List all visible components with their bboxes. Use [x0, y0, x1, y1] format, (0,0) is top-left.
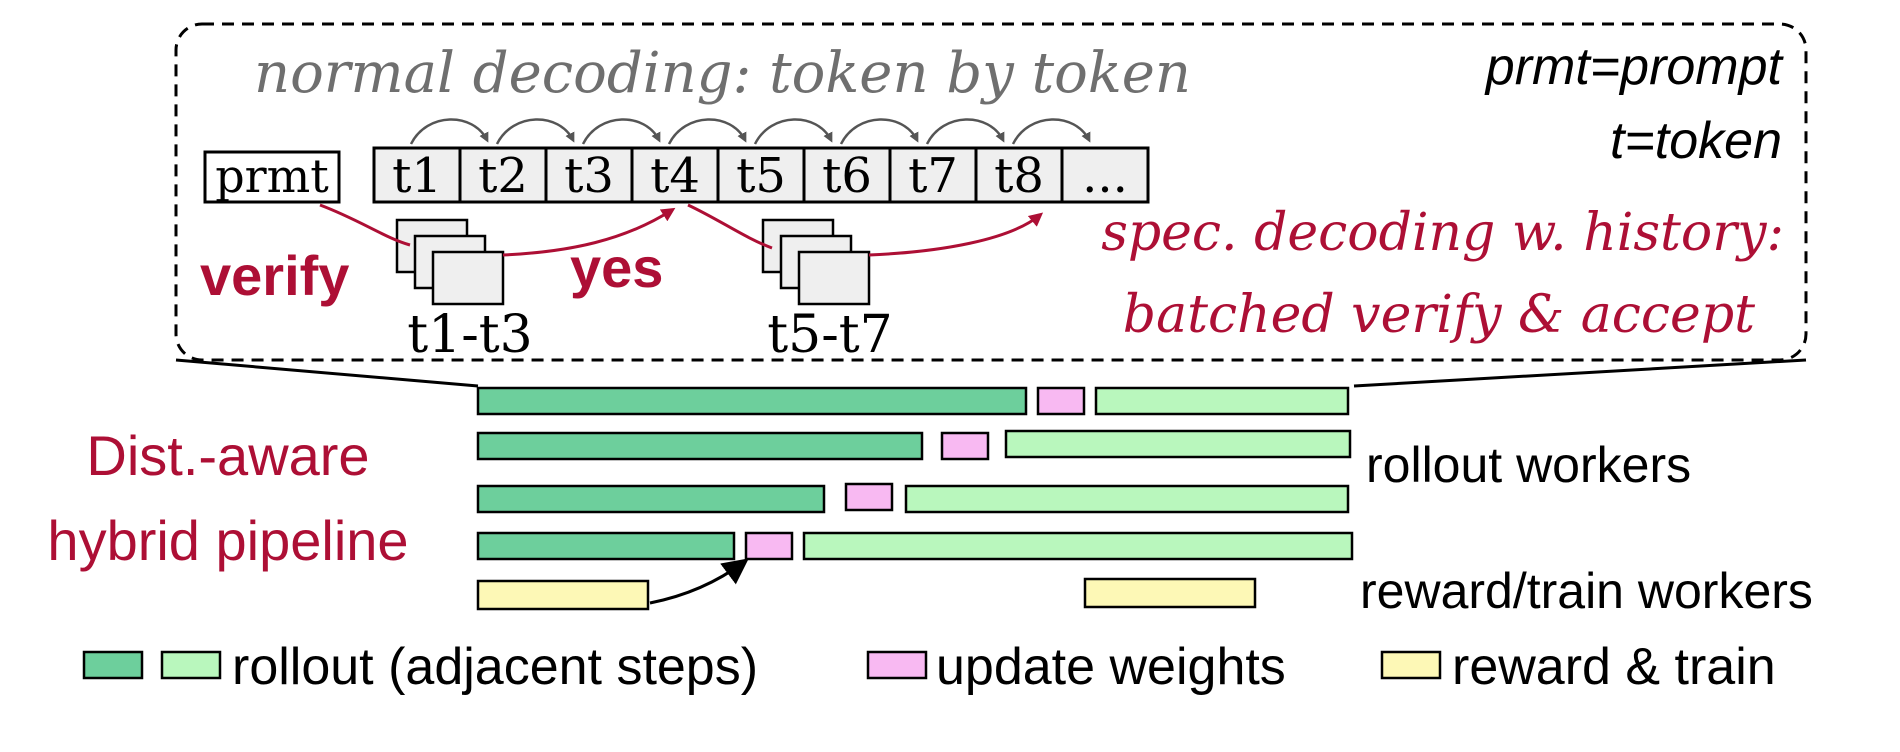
- update-weights-bar: [744, 531, 794, 561]
- token-arc-arrow: [409, 118, 489, 145]
- pipeline-title-line-2: hybrid pipeline: [47, 509, 408, 572]
- verify-curve-1: [319, 203, 411, 247]
- reward-train-bar: [1083, 577, 1257, 609]
- token-label: t3: [564, 148, 614, 204]
- token-arc-arrow: [581, 118, 661, 145]
- verify-curve-2: [502, 207, 676, 257]
- token-label: t6: [822, 148, 872, 204]
- token-label: t7: [908, 148, 958, 204]
- rollout-worker-row-3: [476, 482, 1350, 514]
- token-box: [888, 146, 978, 204]
- token-arcs: [409, 118, 1091, 145]
- pipeline-title-line-1: Dist.-aware: [86, 424, 369, 487]
- token-label: t4: [650, 148, 700, 204]
- rollout-bar-dark: [476, 386, 1028, 416]
- legend-rollout-label: rollout (adjacent steps): [232, 638, 758, 696]
- rollout-bar-dark: [476, 484, 826, 514]
- token-label: t1: [392, 148, 442, 204]
- update-weights-bar: [844, 482, 894, 512]
- token-box: [974, 146, 1064, 204]
- token-arc-arrow: [839, 118, 919, 145]
- reward-to-update-arrow: [649, 558, 749, 605]
- update-weights-bar: [1036, 386, 1086, 416]
- token-box: [716, 146, 806, 204]
- rollout-bar-light: [1004, 429, 1352, 459]
- token-label: t8: [994, 148, 1044, 204]
- legend-reward-label: reward & train: [1452, 638, 1776, 696]
- zoom-connector-left: [175, 358, 479, 388]
- token-box: [802, 146, 892, 204]
- token-label: t2: [478, 148, 528, 204]
- rollout-worker-row-4: [476, 531, 1354, 561]
- token-row: t1 t2 t3 t4 t5 t6 t7 t8...: [372, 146, 1150, 204]
- legend-swatch-rollout-dark: [82, 650, 144, 680]
- yes-label: yes: [570, 236, 663, 299]
- rollout-bar-dark: [476, 531, 736, 561]
- draft-group-2-label: t5-t7: [767, 305, 893, 365]
- spec-decoding-line-1: spec. decoding w. history:: [1101, 203, 1784, 263]
- key-token-text: t=token: [1610, 112, 1782, 170]
- reward-train-bar: [476, 579, 650, 611]
- token-arc-arrow: [753, 118, 833, 145]
- legend-swatch-update: [866, 650, 928, 680]
- verify-label: verify: [200, 244, 349, 307]
- token-arc-arrow: [1011, 118, 1091, 145]
- rollout-worker-row-2: [476, 429, 1352, 461]
- prompt-label: prmt: [215, 149, 329, 203]
- token-box: [1060, 146, 1150, 204]
- reward-train-worker-row: [476, 577, 1257, 611]
- token-arc-arrow: [495, 118, 575, 145]
- token-arc-arrow: [667, 118, 747, 145]
- update-weights-bar: [940, 431, 990, 461]
- draft-stack-2: [761, 218, 871, 306]
- token-label: t5: [736, 148, 786, 204]
- legend-swatch-rollout-light: [160, 650, 222, 680]
- draft-stack-1: [395, 218, 505, 306]
- legend-update-label: update weights: [936, 638, 1286, 696]
- verify-curve-3: [687, 203, 773, 250]
- legend: rollout (adjacent steps) update weights …: [82, 638, 1776, 696]
- rollout-bar-light: [1094, 386, 1350, 416]
- draft-group-1-label: t1-t3: [407, 305, 533, 365]
- token-label: ...: [1082, 148, 1128, 204]
- rollout-bar-light: [904, 484, 1350, 514]
- verify-curve-4: [868, 212, 1044, 257]
- rollout-bar-dark: [476, 431, 924, 461]
- token-box: [544, 146, 634, 204]
- zoom-connector-right: [1353, 358, 1807, 388]
- prompt-box: [203, 150, 341, 204]
- normal-decoding-caption: normal decoding: token by token: [254, 41, 1191, 106]
- token-arc-arrow: [925, 118, 1005, 145]
- key-prompt-text: prmt=prompt: [1484, 38, 1785, 96]
- rollout-worker-row-1: [476, 386, 1350, 416]
- zoom-callout-box: [174, 22, 1808, 362]
- legend-swatch-reward: [1380, 650, 1442, 680]
- reward-train-workers-label: reward/train workers: [1360, 563, 1813, 619]
- rollout-bar-light: [802, 531, 1354, 561]
- token-box: [458, 146, 548, 204]
- rollout-workers-label: rollout workers: [1366, 437, 1691, 493]
- spec-decoding-line-2: batched verify & accept: [1123, 285, 1755, 345]
